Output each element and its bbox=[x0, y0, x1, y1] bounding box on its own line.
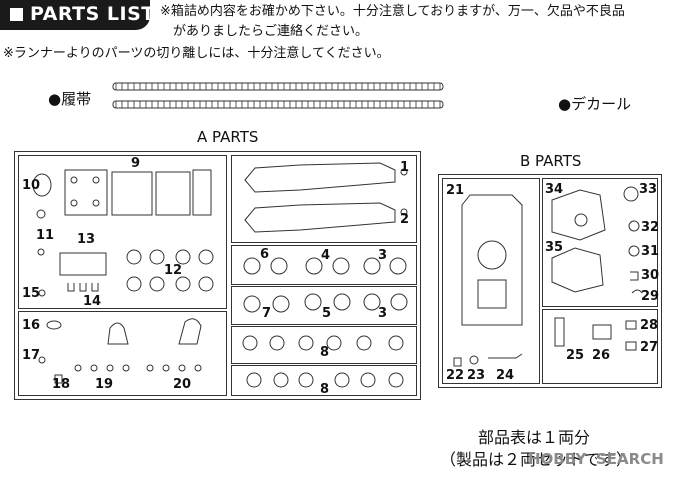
part-number: 8 bbox=[320, 382, 330, 397]
part-number: 22 bbox=[446, 368, 465, 383]
part-number: 3 bbox=[378, 248, 388, 263]
part-number: 17 bbox=[22, 348, 41, 363]
note-check-contents-2: がありましたらご連絡ください。 bbox=[173, 24, 369, 39]
track-label: ●履帯 bbox=[48, 90, 92, 108]
part-number: 12 bbox=[164, 263, 183, 278]
decal-label: ●デカール bbox=[558, 95, 632, 113]
a-panel-sprockets bbox=[231, 245, 417, 285]
b-panel-turret bbox=[542, 178, 658, 307]
part-number: 13 bbox=[77, 232, 96, 247]
part-number: 11 bbox=[36, 228, 55, 243]
a-panel-wheels-1 bbox=[231, 326, 417, 364]
part-number: 16 bbox=[22, 318, 41, 333]
part-number: 8 bbox=[320, 345, 330, 360]
footer-two-vehicle-set: （製品は２両セットです） bbox=[440, 450, 633, 469]
parts-list-header: PARTS LIST bbox=[0, 0, 154, 30]
part-number: 18 bbox=[52, 377, 71, 392]
part-number: 23 bbox=[467, 368, 486, 383]
part-number: 30 bbox=[641, 268, 660, 283]
part-number: 2 bbox=[400, 212, 410, 227]
a-panel-wheels-2 bbox=[231, 365, 417, 396]
note-runner-caution: ※ランナーよりのパーツの切り離しには、十分注意してください。 bbox=[3, 46, 390, 61]
a-panel-idlers bbox=[231, 286, 417, 325]
part-number: 28 bbox=[640, 318, 659, 333]
note-check-contents-1: ※箱詰め内容をお確かめ下さい。十分注意しておりますが、万一、欠品や不良品 bbox=[160, 4, 625, 19]
footer-one-vehicle: 部品表は１両分 bbox=[478, 428, 591, 447]
a-parts-title: A PARTS bbox=[197, 128, 259, 146]
part-number: 9 bbox=[131, 156, 141, 171]
header-square-icon bbox=[10, 8, 23, 21]
part-number: 4 bbox=[321, 248, 331, 263]
part-number: 7 bbox=[262, 306, 272, 321]
b-panel-chassis bbox=[442, 178, 540, 384]
part-number: 32 bbox=[641, 220, 660, 235]
part-number: 26 bbox=[592, 348, 611, 363]
b-parts-title: B PARTS bbox=[520, 152, 582, 170]
a-panel-hull bbox=[18, 155, 227, 309]
part-number: 20 bbox=[173, 377, 192, 392]
part-number: 31 bbox=[641, 244, 660, 259]
part-number: 1 bbox=[400, 160, 410, 175]
part-number: 6 bbox=[260, 247, 270, 262]
part-number: 5 bbox=[322, 306, 332, 321]
part-number: 14 bbox=[83, 294, 102, 309]
part-number: 15 bbox=[22, 286, 41, 301]
part-number: 10 bbox=[22, 178, 41, 193]
part-number: 3 bbox=[378, 306, 388, 321]
a-parts-sheet bbox=[14, 151, 421, 400]
watermark-tail: SEARCH bbox=[596, 450, 664, 468]
watermark-brand: HOBBY bbox=[528, 450, 587, 468]
part-number: 29 bbox=[641, 289, 660, 304]
part-number: 27 bbox=[640, 340, 659, 355]
part-number: 25 bbox=[566, 348, 585, 363]
page-title: PARTS LIST bbox=[30, 3, 155, 25]
b-parts-sheet bbox=[438, 174, 662, 388]
part-number: 21 bbox=[446, 183, 465, 198]
part-number: 24 bbox=[496, 368, 515, 383]
part-number: 35 bbox=[545, 240, 564, 255]
part-number: 19 bbox=[95, 377, 114, 392]
part-number: 33 bbox=[639, 182, 658, 197]
part-number: 34 bbox=[545, 182, 564, 197]
